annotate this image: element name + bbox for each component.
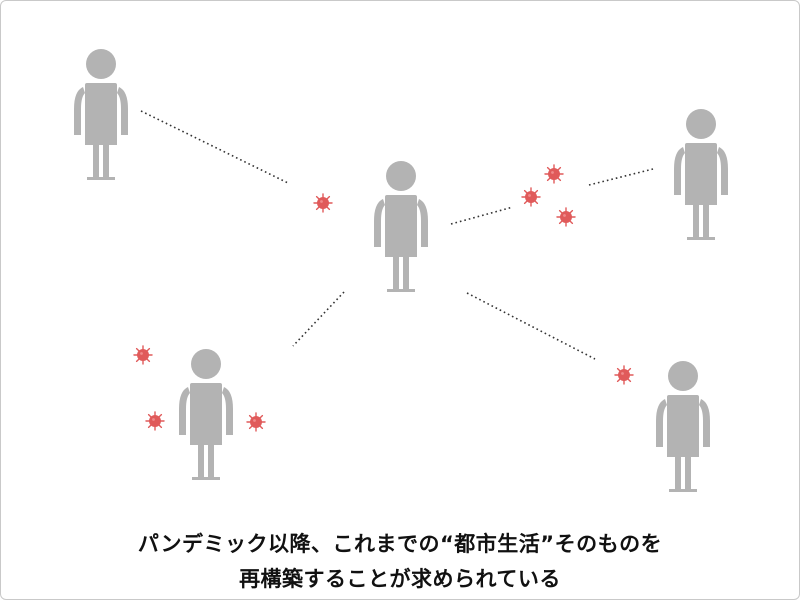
person-icon bbox=[674, 109, 728, 240]
person-icon bbox=[179, 349, 233, 480]
person-icon bbox=[74, 49, 128, 180]
virus-icon bbox=[313, 193, 333, 213]
connector-line bbox=[140, 110, 289, 184]
network-diagram bbox=[74, 49, 728, 492]
virus-icon bbox=[246, 412, 266, 432]
virus-icon bbox=[614, 365, 634, 385]
connector-line bbox=[588, 168, 654, 186]
connector-line bbox=[292, 291, 345, 347]
virus-icon bbox=[145, 411, 165, 431]
virus-icon bbox=[556, 207, 576, 227]
person-icon bbox=[656, 361, 710, 492]
connector-lines bbox=[140, 110, 654, 360]
caption-line-1: パンデミック以降、これまでの“都市生活”そのものを bbox=[137, 532, 663, 556]
virus-icon bbox=[521, 187, 541, 207]
connector-line bbox=[466, 292, 596, 360]
connector-line bbox=[450, 206, 514, 225]
virus-icon bbox=[133, 345, 153, 365]
caption-line-2: 再構築することが求められている bbox=[239, 567, 561, 591]
virus-icon bbox=[544, 164, 564, 184]
person-icon bbox=[374, 161, 428, 292]
